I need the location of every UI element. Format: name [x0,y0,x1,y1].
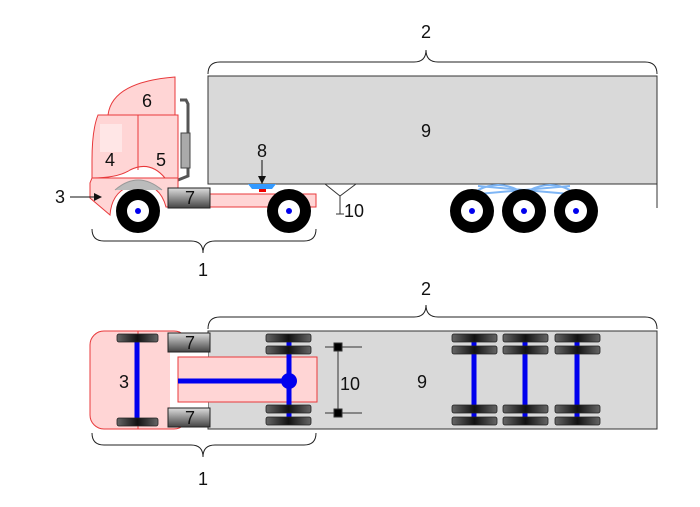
label-cargo-box: 9 [417,372,427,392]
label-fuel-tank-right: 7 [185,408,195,428]
trailer-suspension [477,184,571,195]
fairing [107,76,176,116]
top-view: 2 9 3 7 7 10 [89,279,658,489]
label-fairing: 6 [142,91,152,111]
label-fifth-wheel: 8 [257,141,267,161]
arrow-head-icon [258,176,266,184]
cargo-box [207,75,658,185]
arrow-head-icon [94,193,102,201]
fuel-tank-left [167,332,211,353]
label-tractor: 1 [198,469,208,489]
label-front-axle: 3 [55,187,65,207]
landing-gear [325,342,362,418]
fuel-tank [167,187,211,209]
cab-window [100,124,122,152]
side-view: 2 9 6 4 5 7 8 10 3 [55,22,658,280]
fifth-wheel [248,184,276,189]
wheel [116,189,160,233]
exhaust-muffler [180,132,191,169]
label-cab-front: 4 [105,150,115,170]
wheel [502,189,546,233]
wheel [450,189,494,233]
exhaust-stack [177,98,190,182]
tire [116,333,159,343]
tractor-brace [91,432,317,458]
label-cab-door: 5 [156,150,166,170]
wheel [554,189,598,233]
label-fuel-tank-left: 7 [185,333,195,353]
drive-tires [265,333,312,426]
differential [281,373,297,389]
label-cargo-box: 9 [421,121,431,141]
fuel-tank-right [167,407,211,428]
tractor-brace [91,228,317,254]
label-trailer: 2 [421,22,431,42]
wheels-side [116,189,598,233]
label-tractor: 1 [198,260,208,280]
label-landing-gear: 10 [344,201,364,221]
label-fuel-tank: 7 [185,188,195,208]
kingpin [259,189,266,192]
trailer-brace [207,49,658,75]
label-trailer: 2 [421,279,431,299]
wheel-arch [114,179,163,191]
label-front-axle: 3 [119,372,129,392]
wheel [267,189,311,233]
tire [116,417,159,427]
label-landing-gear: 10 [340,374,360,394]
landing-gear [324,183,357,215]
trailer-brace [207,304,658,330]
trailer-axles [451,333,601,426]
